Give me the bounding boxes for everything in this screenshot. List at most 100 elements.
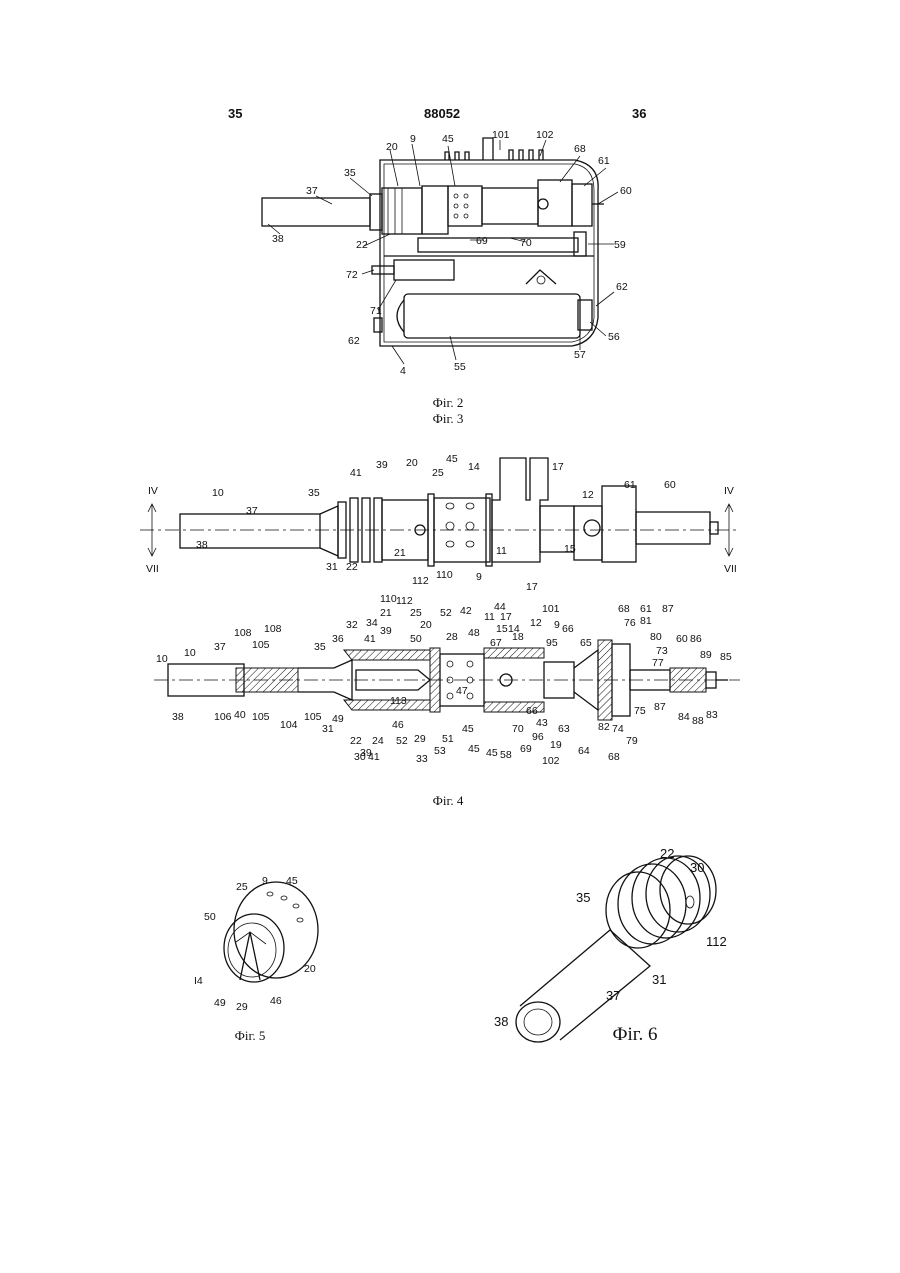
svg-text:69: 69 [520,743,532,755]
svg-text:24: 24 [372,735,384,747]
svg-text:86: 86 [690,633,702,645]
svg-text:17: 17 [552,461,564,473]
svg-text:76: 76 [624,617,636,629]
svg-text:31: 31 [326,561,338,573]
svg-text:61: 61 [598,155,610,167]
figure-6: 22 30 35 112 31 37 38 [494,846,727,1042]
svg-text:35: 35 [344,167,356,179]
svg-text:59: 59 [614,239,626,251]
svg-text:37: 37 [214,641,226,653]
svg-text:79: 79 [626,735,638,747]
svg-text:35: 35 [576,890,590,905]
svg-text:I4: I4 [194,975,203,987]
caption-fig-3: Фіг. 3 [398,411,498,427]
svg-text:64: 64 [578,745,590,757]
svg-text:87: 87 [654,701,666,713]
svg-text:35: 35 [308,487,320,499]
svg-text:60: 60 [620,185,632,197]
svg-text:19: 19 [550,739,562,751]
svg-text:11: 11 [496,545,507,557]
svg-text:68: 68 [608,751,620,763]
svg-text:41: 41 [350,467,362,479]
svg-text:61: 61 [640,603,652,615]
svg-text:105: 105 [252,639,270,651]
section-mark-iv-left: IV [148,485,158,497]
svg-text:32: 32 [346,619,358,631]
svg-text:50: 50 [410,633,422,645]
svg-text:9: 9 [410,133,416,145]
svg-text:20: 20 [386,141,398,153]
svg-text:113: 113 [390,695,407,707]
svg-text:56: 56 [608,331,620,343]
svg-text:22: 22 [350,735,362,747]
svg-text:110: 110 [380,593,397,605]
svg-text:49: 49 [332,713,344,725]
svg-text:17: 17 [526,581,538,593]
svg-text:17: 17 [500,611,512,623]
svg-text:9: 9 [554,619,560,631]
svg-text:22: 22 [346,561,358,573]
section-mark-iv-right: IV [724,485,734,497]
svg-text:36: 36 [332,633,344,645]
svg-text:72: 72 [346,269,358,281]
figure-3: IV VII IV VII 1037 3835 4139 2025 4514 [140,453,740,593]
svg-text:41: 41 [364,633,376,645]
svg-text:62: 62 [348,335,360,347]
svg-text:29: 29 [414,733,426,745]
svg-text:104: 104 [280,719,298,731]
svg-text:22: 22 [660,846,674,861]
svg-text:89: 89 [700,649,712,661]
svg-text:38: 38 [272,233,284,245]
svg-text:10: 10 [184,647,196,659]
svg-text:87: 87 [662,603,674,615]
svg-text:88: 88 [692,715,704,727]
svg-text:46: 46 [392,719,404,731]
svg-text:33: 33 [416,753,428,765]
svg-text:43: 43 [536,717,548,729]
svg-text:38: 38 [494,1014,508,1029]
svg-text:25: 25 [236,881,248,893]
svg-text:12: 12 [582,489,594,501]
svg-text:4: 4 [400,365,406,377]
svg-text:69: 69 [476,235,488,247]
svg-text:18: 18 [512,631,524,643]
svg-text:9: 9 [476,571,482,583]
svg-text:108: 108 [234,627,252,639]
svg-text:45: 45 [286,875,298,887]
svg-text:82: 82 [598,721,610,733]
svg-text:65: 65 [580,637,592,649]
svg-text:75: 75 [634,705,646,717]
svg-text:83: 83 [706,709,718,721]
svg-text:48: 48 [468,627,480,639]
svg-text:50: 50 [204,911,216,923]
svg-text:46: 46 [270,995,282,1007]
svg-text:61: 61 [624,479,636,491]
svg-text:73: 73 [656,645,668,657]
svg-text:37: 37 [246,505,258,517]
svg-text:106: 106 [214,711,232,723]
svg-text:37: 37 [606,988,620,1003]
svg-text:20: 20 [420,619,432,631]
svg-text:29: 29 [236,1001,248,1013]
svg-text:81: 81 [640,615,652,627]
svg-text:102: 102 [542,755,560,767]
svg-text:15: 15 [564,543,576,555]
svg-text:55: 55 [454,361,466,373]
svg-text:101: 101 [542,603,560,615]
svg-text:112: 112 [396,595,413,607]
svg-text:14: 14 [468,461,480,473]
svg-text:112: 112 [412,575,429,587]
svg-text:34: 34 [366,617,378,629]
svg-text:20: 20 [304,963,316,975]
svg-text:74: 74 [612,723,624,735]
svg-text:57: 57 [574,349,586,361]
svg-text:45: 45 [462,723,474,735]
svg-text:25: 25 [432,467,444,479]
svg-text:85: 85 [720,651,732,663]
svg-text:31: 31 [652,972,666,987]
svg-text:15: 15 [496,623,508,635]
svg-text:66: 66 [526,705,538,717]
svg-text:47: 47 [456,685,468,697]
svg-text:35: 35 [314,641,326,653]
section-mark-vii-right: VII [724,563,737,575]
